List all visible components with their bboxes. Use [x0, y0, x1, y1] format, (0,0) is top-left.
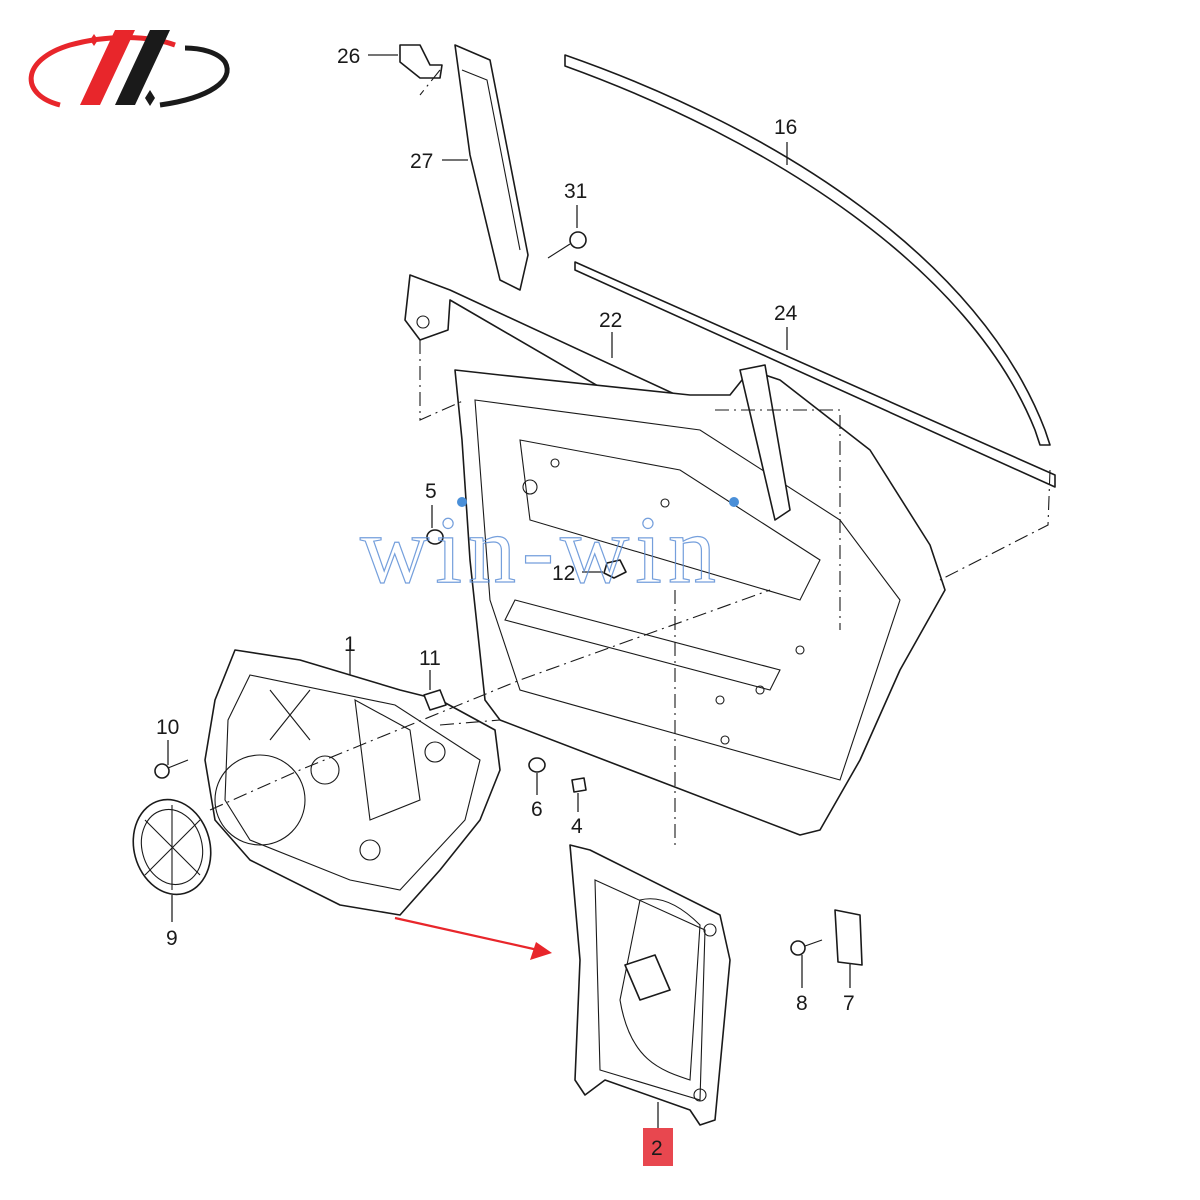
callout-24: 24: [774, 302, 798, 325]
part-27-pillar-trim: [454, 44, 529, 291]
callout-22: 22: [599, 309, 622, 332]
callout-4: 4: [571, 815, 583, 838]
callout-10: 10: [156, 716, 179, 739]
callout-11: 11: [419, 647, 441, 670]
callout-7: 7: [843, 992, 855, 1015]
part-9-speaker-cover: [132, 798, 212, 896]
callout-5: 5: [425, 480, 437, 503]
callout-6: 6: [531, 798, 543, 821]
part-6-grommet: [528, 757, 546, 773]
callout-1: 1: [344, 633, 356, 656]
part-26-bracket: [399, 44, 443, 79]
part-7-cap: [834, 909, 863, 966]
callout-16: 16: [774, 116, 797, 139]
part-24-strip: [574, 261, 1056, 488]
part-11-clip: [423, 689, 447, 711]
part-8-bolt: [790, 939, 823, 956]
part-1-carrier-plate: [204, 649, 501, 916]
part-10-screw: [154, 759, 189, 779]
callout-27: 27: [410, 150, 433, 173]
callout-2: 2: [651, 1137, 663, 1160]
part-16-seal: [564, 54, 1051, 446]
callout-2-highlight: 2: [643, 1128, 673, 1166]
watermark-text: win-win: [360, 496, 722, 603]
part-2-window-regulator: [569, 844, 731, 1126]
part-5-grommet: [426, 529, 444, 545]
leader-lines: [167, 54, 851, 1128]
assembly-guide-lines: [209, 69, 1051, 850]
callout-12: 12: [552, 562, 575, 585]
part-12-nut: [603, 559, 627, 579]
callout-26: 26: [337, 45, 360, 68]
callout-31: 31: [564, 180, 587, 203]
part-31-screw: [547, 231, 587, 259]
door-inner-panel: [454, 364, 946, 836]
brand-logo: [28, 30, 230, 108]
callout-9: 9: [166, 927, 178, 950]
part-4-clip: [571, 777, 587, 793]
highlight-arrow: [394, 916, 552, 960]
callout-8: 8: [796, 992, 808, 1015]
